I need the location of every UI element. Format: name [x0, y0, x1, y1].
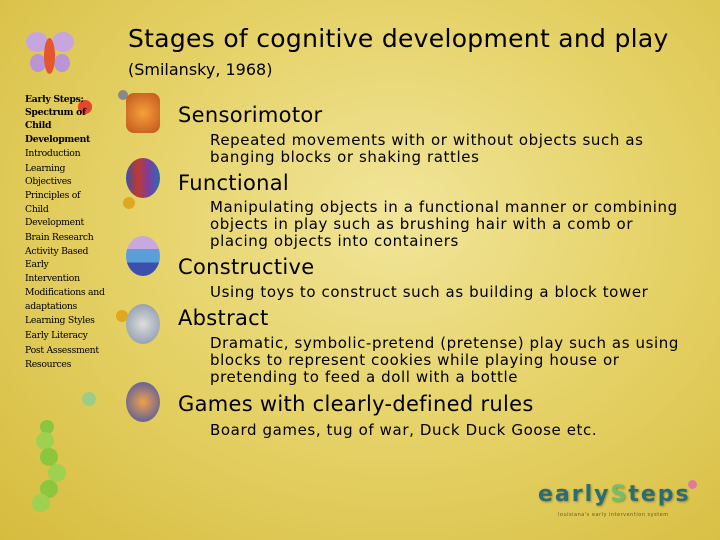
sidebar-item-early-literacy[interactable]: Early Literacy [25, 329, 88, 341]
sidebar-item-resources[interactable]: Resources [25, 359, 72, 371]
decorative-dot [82, 392, 96, 406]
caterpillar-icon [30, 420, 70, 515]
blocks-icon [126, 236, 160, 276]
slide-subtitle: (Smilansky, 1968) [128, 60, 273, 79]
stage-title-constructive: Constructive [178, 255, 315, 279]
decorative-dot [116, 310, 128, 322]
sidebar-item-modifications[interactable]: Modifications and adaptations [25, 287, 105, 312]
stage-title-sensorimotor: Sensorimotor [178, 103, 323, 127]
sidebar-item-post-assessment[interactable]: Post Assessment [25, 344, 99, 356]
stage-desc-constructive: Using toys to construct such as building… [210, 283, 649, 301]
decorative-dot [123, 197, 135, 209]
stage-title-games: Games with clearly-defined rules [178, 392, 534, 416]
logo-tagline: louisiana's early intervention system [558, 512, 669, 518]
stage-desc-abstract: Dramatic, symbolic-pretend (pretense) pl… [210, 334, 680, 386]
sidebar-nav: Early Steps: Spectrum of Child Developme… [25, 93, 105, 373]
decorative-dot [118, 90, 128, 100]
sidebar-item-principles[interactable]: Principles of Child Development [25, 190, 84, 228]
spinning-top-icon [126, 304, 160, 344]
slide-title: Stages of cognitive development and play [128, 24, 669, 53]
sidebar-item-activity-based[interactable]: Activity Based Early Intervention [25, 246, 89, 284]
stage-title-functional: Functional [178, 171, 290, 195]
stage-title-abstract: Abstract [178, 306, 269, 330]
top-toy-icon [126, 382, 160, 422]
crayons-icon [126, 158, 160, 198]
flower-icon [688, 480, 697, 489]
stage-desc-sensorimotor: Repeated movements with or without objec… [210, 131, 644, 166]
decorative-dot [78, 100, 92, 114]
sidebar-item-learning-objectives[interactable]: Learning Objectives [25, 162, 72, 187]
sidebar-item-learning-styles[interactable]: Learning Styles [25, 315, 95, 327]
stacking-rings-icon [126, 93, 160, 133]
stage-desc-functional: Manipulating objects in a functional man… [210, 198, 678, 250]
stage-desc-games: Board games, tug of war, Duck Duck Goose… [210, 421, 598, 439]
sidebar-item-brain-research[interactable]: Brain Research [25, 231, 94, 243]
sidebar-item-introduction[interactable]: Introduction [25, 147, 81, 159]
sidebar-heading[interactable]: Early Steps: Spectrum of Child Developme… [25, 94, 91, 145]
butterfly-icon [22, 28, 77, 83]
earlysteps-logo: earlySteps [538, 482, 691, 507]
